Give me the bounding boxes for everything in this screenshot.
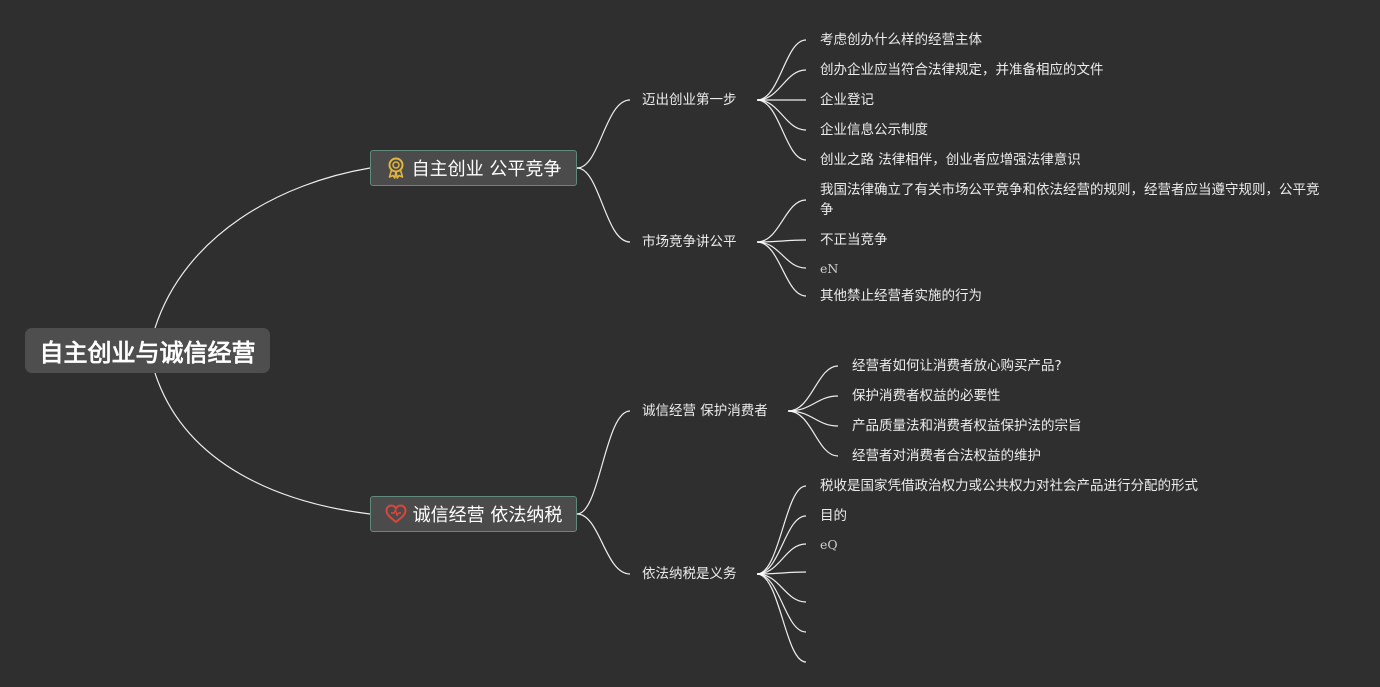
link-sub-0-1-leaf-3 — [756, 241, 807, 297]
link-sub-0-1-leaf-0 — [756, 199, 807, 243]
heart-icon — [385, 504, 407, 524]
main-topic-label: 自主创业 公平竞争 — [411, 159, 562, 180]
leaf-topic[interactable]: 产品质量法和消费者权益保护法的宗旨 — [852, 418, 1082, 434]
link-sub-1-1-leaf-1 — [756, 515, 807, 575]
leaf-topic[interactable]: 创办企业应当符合法律规定，并准备相应的文件 — [820, 62, 1104, 78]
link-sub-0-1-leaf-2 — [756, 241, 807, 269]
link-sub-0-0-leaf-4 — [756, 99, 807, 161]
leaf-topic[interactable]: 经营者如何让消费者放心购买产品? — [852, 358, 1062, 374]
leaf-topic[interactable]: 经营者对消费者合法权益的维护 — [852, 448, 1041, 464]
link-sub-0-0-leaf-1 — [756, 69, 807, 101]
subtopic-protect-consumers[interactable]: 诚信经营 保护消费者 — [642, 403, 768, 419]
link-root-branch-0 — [154, 167, 371, 329]
link-root-branch-1 — [154, 372, 371, 515]
link-sub-0-0-leaf-0 — [756, 39, 807, 101]
ribbon-award-icon — [386, 157, 406, 179]
subtopic-first-step[interactable]: 迈出创业第一步 — [642, 92, 737, 108]
leaf-topic[interactable]: 其他禁止经营者实施的行为 — [820, 288, 982, 304]
main-topic-label: 诚信经营 依法纳税 — [412, 505, 563, 526]
link-sub-1-1-leaf-6 — [756, 573, 807, 663]
subtopic-pay-taxes[interactable]: 依法纳税是义务 — [642, 566, 737, 582]
link-sub-1-1-leaf-0 — [756, 485, 807, 575]
link-sub-1-0-leaf-0 — [787, 365, 839, 412]
link-sub-1-1-leaf-2 — [756, 543, 807, 575]
subtopic-fair-competition[interactable]: 市场竞争讲公平 — [642, 234, 737, 250]
link-sub-1-1-leaf-4 — [756, 573, 807, 603]
leaf-topic[interactable]: 我国法律确立了有关市场公平竞争和依法经营的规则，经营者应当遵守规则，公平竞争 — [820, 182, 1320, 218]
link-sub-1-1-leaf-5 — [756, 573, 807, 633]
leaf-topic[interactable]: 目的 — [820, 508, 847, 524]
root-topic-label: 自主创业与诚信经营 — [39, 339, 256, 367]
link-branch-0-sub-1 — [576, 167, 631, 243]
link-sub-1-0-leaf-3 — [787, 410, 839, 457]
leaf-topic[interactable]: 不正当竞争 — [820, 232, 888, 248]
leaf-topic[interactable]: 企业登记 — [820, 92, 874, 108]
root-topic[interactable]: 自主创业与诚信经营 — [25, 328, 270, 373]
link-branch-1-sub-0 — [576, 410, 631, 515]
main-topic-integrity[interactable]: 诚信经营 依法纳税 — [370, 496, 577, 532]
leaf-topic[interactable]: 税收是国家凭借政治权力或公共权力对社会产品进行分配的形式 — [820, 478, 1198, 494]
leaf-topic[interactable]: 企业信息公示制度 — [820, 122, 928, 138]
leaf-topic[interactable]: eN — [820, 261, 839, 276]
link-sub-0-0-leaf-3 — [756, 99, 807, 131]
leaf-topic[interactable]: eQ — [820, 537, 838, 552]
main-topic-entrepreneurship[interactable]: 自主创业 公平竞争 — [370, 150, 577, 186]
leaf-topic[interactable]: 创业之路 法律相伴，创业者应增强法律意识 — [820, 152, 1081, 168]
link-branch-0-sub-0 — [576, 99, 631, 169]
leaf-topic[interactable]: 保护消费者权益的必要性 — [852, 388, 1001, 404]
link-sub-1-0-leaf-1 — [787, 395, 839, 412]
leaf-topic[interactable]: 考虑创办什么样的经营主体 — [820, 32, 982, 48]
link-branch-1-sub-1 — [576, 513, 631, 575]
